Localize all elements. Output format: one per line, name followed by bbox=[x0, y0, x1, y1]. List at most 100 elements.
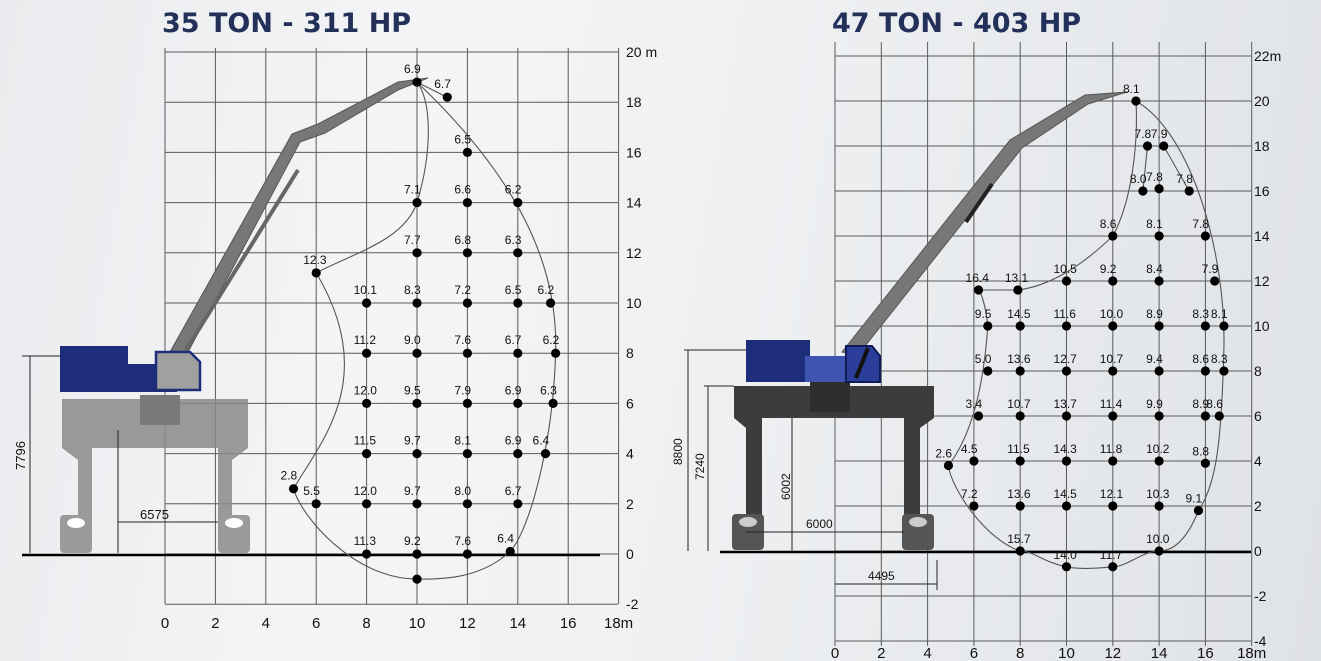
data-point bbox=[513, 499, 523, 509]
x-tick-label: 14 bbox=[509, 615, 526, 632]
data-point bbox=[540, 449, 551, 459]
data-point bbox=[983, 366, 993, 376]
x-tick-label: 6 bbox=[312, 615, 320, 632]
data-label: 9.5 bbox=[404, 383, 421, 397]
data-label: 8.9 bbox=[1146, 307, 1163, 321]
data-label: 7.8 bbox=[1192, 217, 1209, 231]
x-tick-label: 8 bbox=[1016, 645, 1024, 661]
x-tick-label: 4 bbox=[923, 645, 931, 661]
data-label: 6.2 bbox=[543, 333, 560, 347]
data-point bbox=[1142, 141, 1153, 151]
data-point bbox=[513, 348, 523, 358]
data-label: 11.2 bbox=[354, 333, 377, 347]
y-tick-label: -2 bbox=[626, 596, 639, 612]
data-point bbox=[311, 268, 321, 278]
data-label: 11.5 bbox=[354, 434, 377, 448]
data-label: 7.6 bbox=[454, 534, 471, 548]
y-tick-label: -4 bbox=[1254, 633, 1267, 649]
data-label: 9.4 bbox=[1146, 352, 1163, 366]
data-point bbox=[548, 398, 558, 408]
data-label: 8.1 bbox=[1211, 307, 1228, 321]
data-point bbox=[513, 398, 523, 408]
data-point bbox=[1200, 366, 1210, 376]
data-point bbox=[1108, 562, 1118, 572]
data-point bbox=[969, 501, 979, 511]
gantry-center-block bbox=[810, 382, 850, 412]
data-point bbox=[1219, 366, 1229, 376]
dimension-8800-line bbox=[684, 349, 746, 551]
data-point bbox=[973, 411, 984, 421]
crane-cabin bbox=[154, 350, 202, 392]
data-point bbox=[1061, 501, 1072, 511]
data-label: 6.2 bbox=[505, 183, 522, 197]
data-point bbox=[1214, 411, 1224, 421]
data-label: 12.0 bbox=[354, 383, 378, 397]
dimension-height-line bbox=[22, 355, 60, 553]
data-point bbox=[1108, 321, 1118, 331]
dimension-4495-label: 4495 bbox=[868, 569, 895, 583]
data-point bbox=[1154, 546, 1164, 556]
data-label: 7.8 bbox=[1176, 172, 1193, 186]
data-label: 10.1 bbox=[354, 283, 378, 297]
data-label: 6.7 bbox=[505, 333, 522, 347]
data-point bbox=[513, 449, 523, 459]
y-tick-label: 16 bbox=[1254, 183, 1270, 199]
y-tick-label: 10 bbox=[626, 295, 642, 311]
data-point bbox=[943, 460, 954, 471]
data-label: 7.2 bbox=[961, 487, 978, 501]
data-label: 6.3 bbox=[540, 383, 557, 397]
y-tick-label: 14 bbox=[1254, 228, 1270, 244]
x-tick-label: 18m bbox=[1237, 645, 1266, 661]
data-label: 9.7 bbox=[404, 484, 421, 498]
crane-cylinder bbox=[854, 347, 870, 379]
data-label: 6.3 bbox=[505, 233, 522, 247]
data-label: 6.6 bbox=[454, 183, 471, 197]
data-label: 10.0 bbox=[1100, 307, 1124, 321]
x-tick-label: 10 bbox=[1058, 645, 1075, 661]
data-point bbox=[288, 484, 299, 494]
data-label: 4.5 bbox=[961, 442, 978, 456]
data-label: 9.9 bbox=[1146, 397, 1163, 411]
data-point bbox=[362, 348, 372, 358]
data-label: 8.0 bbox=[1130, 172, 1147, 186]
dimension-7240-label: 7240 bbox=[693, 453, 707, 480]
load-envelope-tip bbox=[416, 81, 448, 98]
data-label: 7.9 bbox=[1151, 127, 1168, 141]
data-point bbox=[412, 499, 422, 509]
data-point bbox=[412, 248, 422, 258]
y-tick-label: 12 bbox=[626, 245, 642, 261]
gantry-wheel-right bbox=[225, 518, 243, 528]
crane-stick-cylinder bbox=[184, 168, 300, 352]
data-label: 5.0 bbox=[975, 352, 992, 366]
data-point bbox=[1200, 231, 1210, 241]
y-tick-label: 20 bbox=[1254, 93, 1270, 109]
data-point bbox=[1108, 456, 1118, 466]
data-point bbox=[1154, 411, 1164, 421]
data-label: 6.8 bbox=[454, 233, 471, 247]
dimension-8800-label: 8800 bbox=[671, 438, 685, 465]
x-tick-label: 8 bbox=[362, 615, 370, 632]
data-label: 8.3 bbox=[1192, 307, 1209, 321]
data-point bbox=[462, 298, 472, 308]
data-label: 13.6 bbox=[1007, 487, 1031, 501]
data-label: 8.0 bbox=[454, 484, 471, 498]
data-point bbox=[462, 549, 472, 559]
data-point bbox=[1015, 456, 1025, 466]
x-tick-label: 4 bbox=[262, 615, 270, 632]
data-label: 12.3 bbox=[303, 253, 327, 267]
data-label: 10.2 bbox=[1146, 442, 1170, 456]
y-tick-label: 8 bbox=[626, 345, 634, 361]
x-tick-label: 0 bbox=[831, 645, 839, 661]
gantry-center-block bbox=[140, 395, 180, 425]
data-label: 7.8 bbox=[1146, 170, 1163, 184]
data-label: 8.3 bbox=[404, 283, 421, 297]
data-point bbox=[462, 248, 472, 258]
data-label: 6.7 bbox=[505, 484, 522, 498]
data-label: 6.4 bbox=[497, 531, 514, 545]
x-tick-label: 12 bbox=[459, 615, 476, 632]
y-tick-label: 12 bbox=[1254, 273, 1270, 289]
data-point bbox=[362, 398, 372, 408]
crane-body bbox=[746, 340, 810, 382]
data-point bbox=[412, 574, 422, 584]
